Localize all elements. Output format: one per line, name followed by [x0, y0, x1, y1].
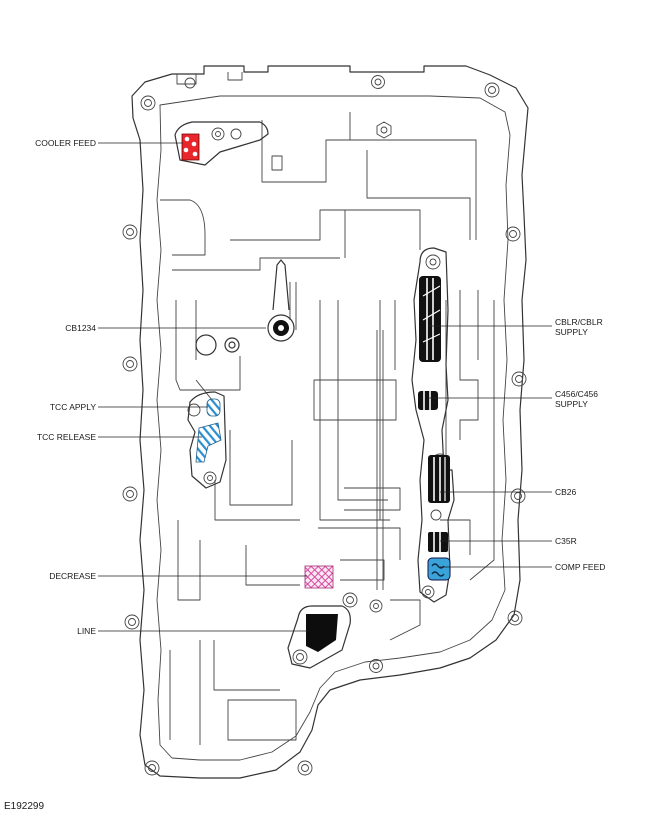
- right-valve-column: [411, 247, 455, 603]
- tcc-release-port: [195, 422, 222, 463]
- bolt-holes: [122, 75, 527, 776]
- callout-labels: COOLER FEED CB1234 TCC APPLY TCC RELEASE…: [35, 138, 605, 636]
- center-spine: [376, 330, 384, 590]
- figure-id: E192299: [4, 801, 44, 812]
- label-tcc-apply: TCC APPLY: [50, 402, 96, 412]
- internal-channels: [160, 112, 495, 745]
- label-cooler-feed: COOLER FEED: [35, 138, 96, 148]
- label-cb1234: CB1234: [65, 323, 96, 333]
- line-region: [287, 599, 383, 669]
- label-cblr-supply: CBLR/CBLR: [555, 317, 603, 327]
- cblr-valve: [419, 276, 441, 362]
- label-cb26: CB26: [555, 487, 577, 497]
- leader-lines: [98, 142, 552, 632]
- label-cblr-supply-2: SUPPLY: [555, 327, 588, 337]
- tcc-region: [187, 391, 227, 489]
- decrease-region: [304, 565, 334, 589]
- cb26-valve: [428, 455, 450, 503]
- pivot-lever: [195, 259, 295, 356]
- cooler-feed-region: [174, 121, 269, 166]
- label-c35r: C35R: [555, 536, 577, 546]
- label-c456-supply: C456/C456: [555, 389, 598, 399]
- c456-valve: [418, 391, 438, 410]
- tcc-apply-port: [206, 398, 221, 417]
- comp-feed-port: [427, 557, 451, 581]
- c35r-valve: [428, 532, 448, 552]
- label-comp-feed: COMP FEED: [555, 562, 605, 572]
- label-c456-supply-2: SUPPLY: [555, 399, 588, 409]
- housing-outline: [131, 65, 529, 779]
- label-decrease: DECREASE: [49, 571, 96, 581]
- label-line: LINE: [77, 626, 96, 636]
- label-tcc-release: TCC RELEASE: [37, 432, 96, 442]
